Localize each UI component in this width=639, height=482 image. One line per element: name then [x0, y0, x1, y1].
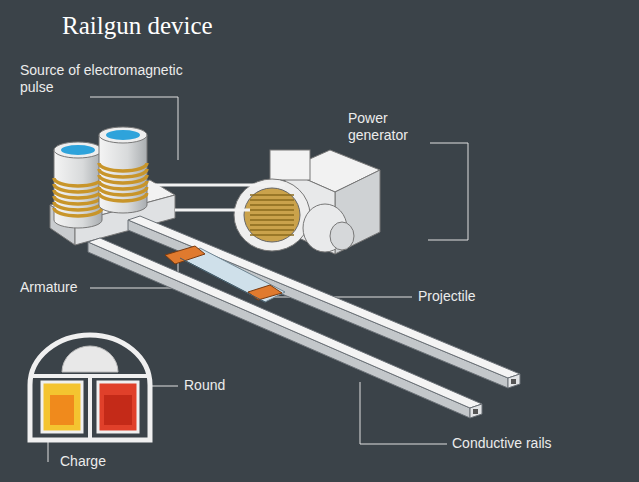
part-label: Projectile [418, 288, 476, 305]
part-label: Charge [60, 453, 106, 470]
part-label: Round [184, 377, 225, 394]
leader-lines [48, 97, 468, 462]
round-cross-section [30, 335, 150, 440]
coil-cylinders [54, 127, 147, 228]
part-label: Armature [20, 279, 78, 296]
projectile-armature [165, 246, 285, 302]
part-label: Conductive rails [452, 435, 552, 452]
part-label: Source of electromagnetic pulse [20, 62, 190, 96]
conductive-rails [88, 216, 520, 418]
part-label: Power generator [348, 110, 428, 144]
title: Railgun device [62, 12, 213, 40]
